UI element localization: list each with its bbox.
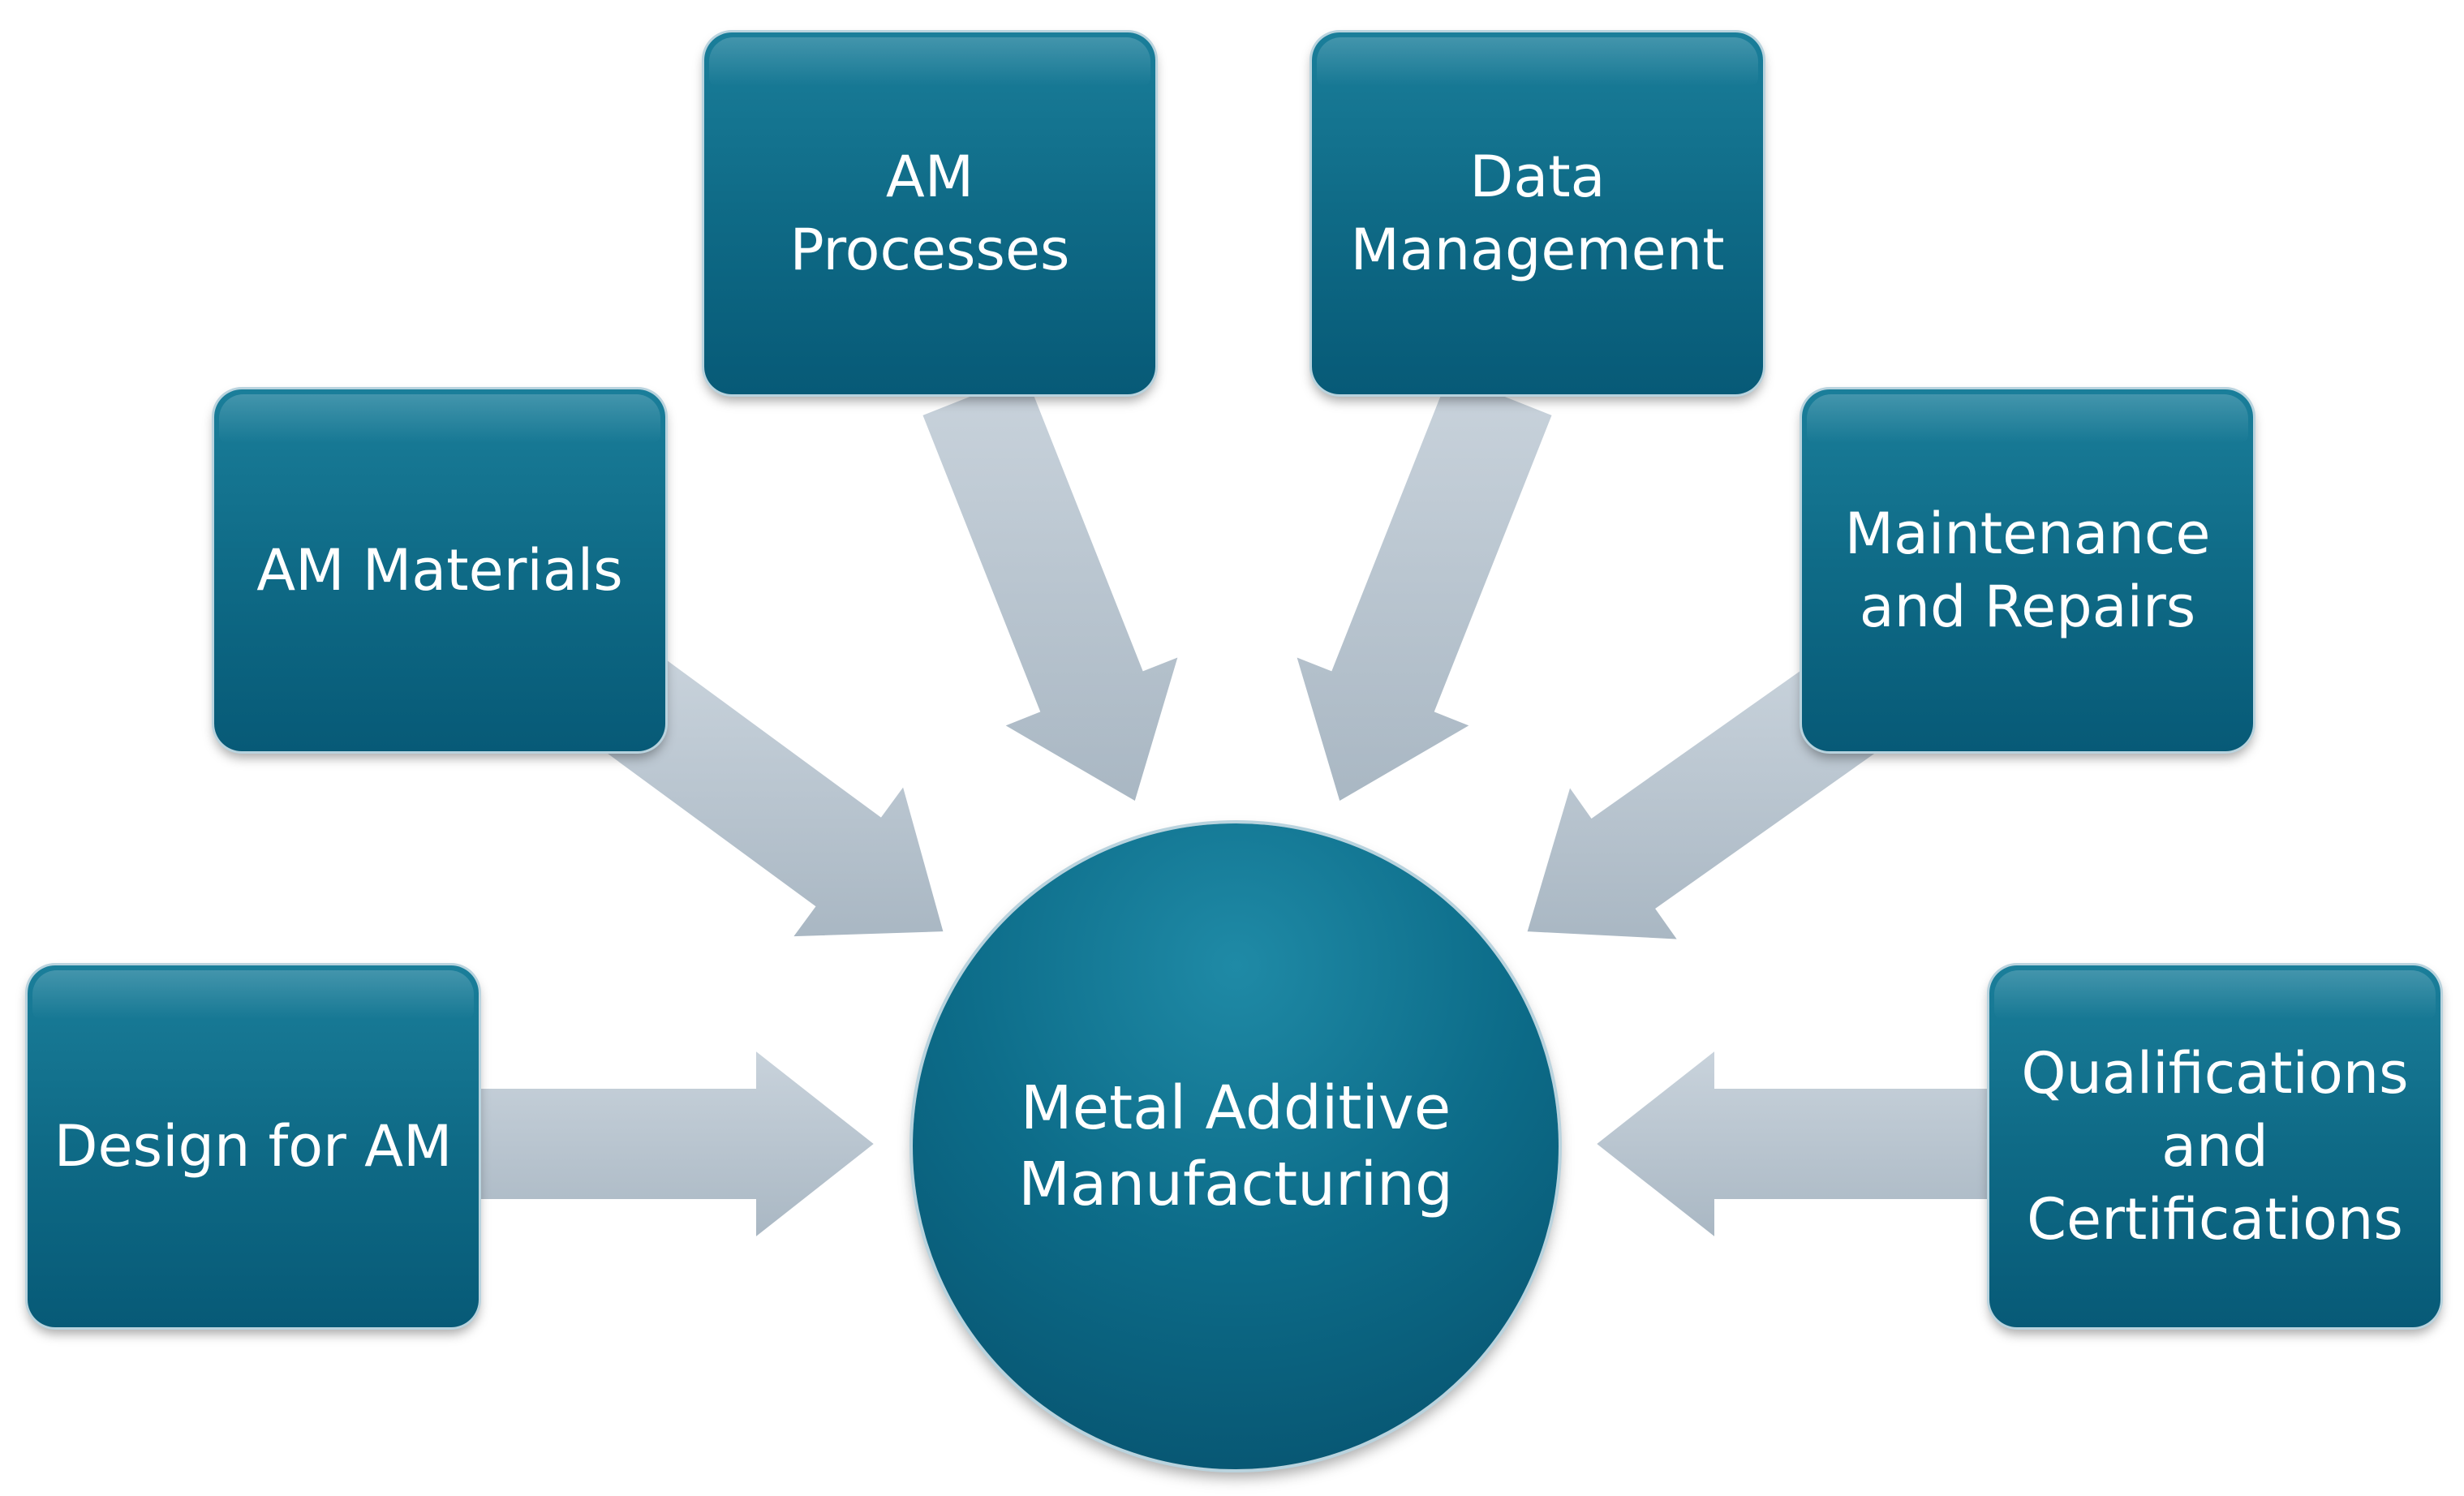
arrow-am-materials — [588, 649, 948, 940]
arrow-design-for-am — [477, 1044, 879, 1244]
node-maintenance-and-repairs-label: Maintenance and Repairs — [1844, 501, 2211, 640]
node-data-management: Data Management — [1312, 32, 1763, 394]
hub-label: Metal Additive Manufacturing — [1018, 1073, 1453, 1219]
node-qualifications-and-certifications-label: Qualifications and Certifications — [2021, 1040, 2409, 1253]
node-data-management-label: Data Management — [1350, 144, 1725, 283]
node-design-for-am-label: Design for AM — [54, 1113, 453, 1180]
arrow-qualifications — [1591, 1044, 1991, 1244]
hub-metal-additive-manufacturing: Metal Additive Manufacturing — [913, 823, 1559, 1469]
node-design-for-am: Design for AM — [28, 965, 479, 1327]
node-qualifications-and-certifications: Qualifications and Certifications — [1989, 965, 2440, 1327]
node-am-materials: AM Materials — [214, 389, 665, 751]
arrow-am-processes — [918, 370, 1183, 806]
node-am-processes-label: AM Processes — [789, 144, 1070, 283]
arrow-data-management — [1292, 370, 1556, 806]
node-am-processes: AM Processes — [704, 32, 1155, 394]
arrow-maintenance — [1523, 649, 1894, 943]
node-maintenance-and-repairs: Maintenance and Repairs — [1802, 389, 2253, 751]
node-am-materials-label: AM Materials — [256, 537, 623, 604]
